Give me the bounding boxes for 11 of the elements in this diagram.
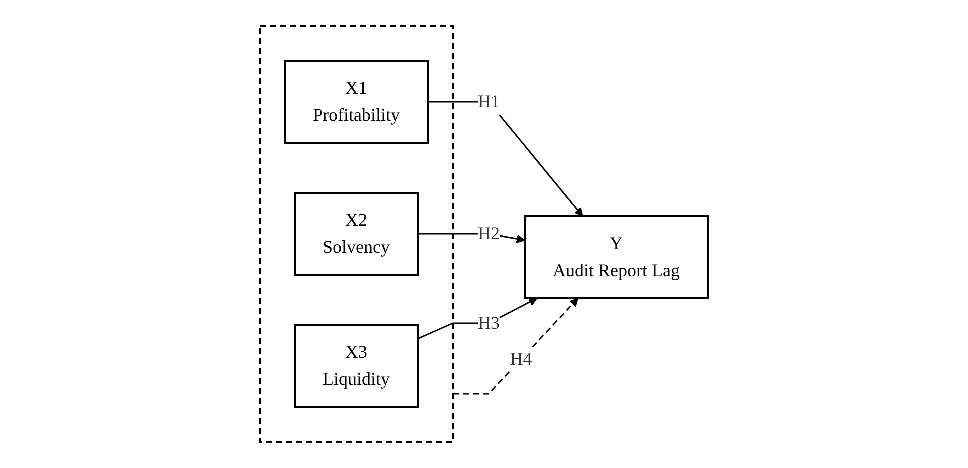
arrow [453, 298, 579, 395]
node-box: Y Audit Report Lag [524, 216, 709, 300]
cluster [259, 25, 454, 443]
edge-label: H2 [478, 224, 500, 244]
node-box: X2 Solvency [294, 192, 419, 276]
edge-label: H4 [510, 348, 532, 369]
node-box: X3 Liquidity [294, 324, 419, 408]
node-box: X1 Profitability [284, 60, 429, 144]
edge-label: H1 [478, 92, 500, 112]
arrow [418, 298, 538, 340]
edge-label: H3 [478, 313, 500, 333]
